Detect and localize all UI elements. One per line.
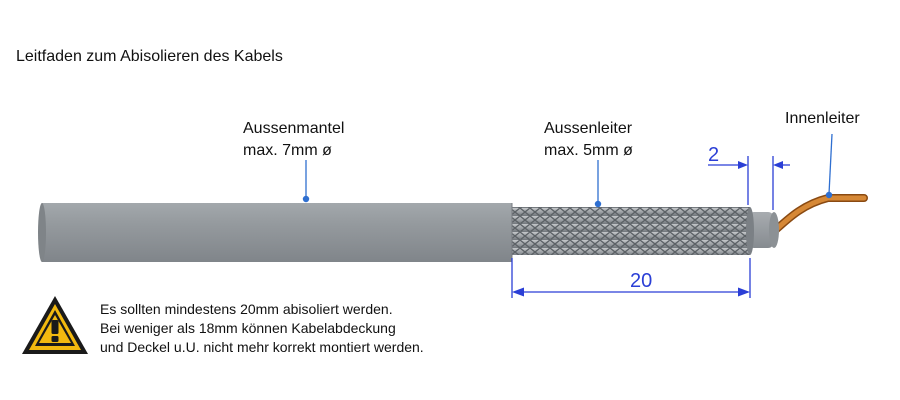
warning-line-3: und Deckel u.U. nicht mehr korrekt monti… (100, 339, 424, 355)
label-aussenleiter: Aussenleiter max. 5mm ø (544, 118, 633, 162)
dimension-20-value: 20 (630, 270, 653, 292)
label-aussenmantel: Aussenmantel max. 7mm ø (243, 118, 344, 162)
warning-line-2: Bei weniger als 18mm können Kabelabdecku… (100, 320, 396, 336)
dimension-2-value: 2 (708, 144, 720, 166)
warning-line-1: Es sollten mindestens 20mm abisoliert we… (100, 301, 393, 317)
label-aussenleiter-name: Aussenleiter (544, 120, 633, 137)
warning-icon (22, 296, 88, 354)
pointer-innenleiter (828, 133, 833, 195)
warning-text: Es sollten mindestens 20mm abisoliert we… (100, 300, 424, 357)
outer-conductor-braid (512, 207, 750, 255)
label-aussenmantel-name: Aussenmantel (243, 120, 345, 137)
dielectric (748, 212, 774, 248)
outer-jacket (42, 203, 512, 262)
dimension-2 (708, 156, 790, 210)
label-innenleiter: Innenleiter (785, 110, 860, 127)
label-aussenmantel-spec: max. 7mm ø (243, 142, 332, 159)
page-title: Leitfaden zum Abisolieren des Kabels (16, 48, 283, 65)
dimension-20 (511, 258, 751, 298)
label-aussenleiter-spec: max. 5mm ø (544, 142, 633, 159)
